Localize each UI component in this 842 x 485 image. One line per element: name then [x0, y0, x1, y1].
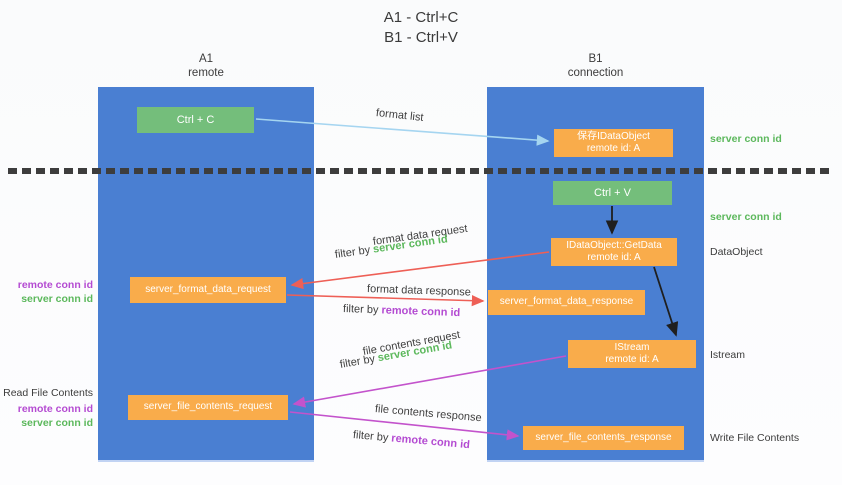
- left-server-conn-id-1: server conn id: [21, 293, 93, 305]
- node-file-request-label: server_file_contents_request: [143, 401, 273, 413]
- node-getdata-line1: IDataObject::GetData: [566, 239, 662, 251]
- edge-label-format-data-response: format data response: [366, 283, 472, 299]
- node-save-idataobject: 保存IDataObject remote id: A: [554, 129, 673, 157]
- node-file-response-label: server_file_contents_response: [535, 431, 672, 443]
- left-conn-ids-top: remote conn id server conn id: [0, 278, 93, 306]
- node-server-file-contents-response: server_file_contents_response: [523, 426, 684, 450]
- column-b1-sublabel: connection: [567, 67, 624, 79]
- node-server-format-data-request: server_format_data_request: [130, 277, 286, 303]
- column-header-a1: A1 remote: [98, 52, 314, 80]
- filter-by-text-3: filter by: [338, 352, 376, 371]
- filter-by-text-1: filter by: [334, 244, 371, 261]
- node-ctrl-c-label: Ctrl + C: [176, 114, 215, 126]
- filter-by-text-2: filter by: [342, 303, 379, 317]
- node-istream: IStream remote id: A: [568, 340, 696, 368]
- node-istream-line2: remote id: A: [605, 354, 659, 365]
- node-save-idataobject-line2: remote id: A: [586, 143, 641, 154]
- column-a1-sublabel: remote: [188, 67, 224, 79]
- right-istream-label: Istream: [710, 349, 746, 361]
- title-line-2: B1 - Ctrl+V: [384, 29, 458, 46]
- node-save-idataobject-line1: 保存IDataObject: [577, 130, 650, 142]
- node-ctrl-v-label: Ctrl + V: [594, 187, 631, 199]
- filter-by-text-4: filter by: [352, 429, 389, 445]
- title-line-1: A1 - Ctrl+C: [383, 9, 459, 26]
- remote-conn-id-text-1: remote conn id: [381, 304, 461, 320]
- separator-dashed-line: [8, 168, 834, 174]
- remote-conn-id-text-2: remote conn id: [390, 432, 471, 452]
- edge-label-file-contents-response: file contents response: [374, 403, 483, 425]
- right-dataobject-label: DataObject: [710, 246, 763, 258]
- node-istream-line1: IStream: [614, 341, 650, 353]
- right-server-conn-id-mid: server conn id: [710, 211, 782, 223]
- edge-label-format-list: format list: [375, 107, 425, 124]
- left-read-file-contents: Read File Contents: [3, 387, 93, 399]
- node-getdata-line2: remote id: A: [587, 252, 641, 263]
- column-header-b1: B1 connection: [487, 52, 704, 80]
- left-remote-conn-id-2: remote conn id: [17, 403, 93, 415]
- right-server-conn-id-top: server conn id: [710, 133, 782, 145]
- node-ctrl-c: Ctrl + C: [137, 107, 254, 133]
- column-b1-label: B1: [588, 53, 603, 65]
- node-idataobject-getdata: IDataObject::GetData remote id: A: [551, 238, 677, 266]
- node-format-response-label: server_format_data_response: [499, 296, 634, 308]
- left-conn-ids-bottom: remote conn id server conn id: [0, 402, 93, 430]
- right-write-file-contents: Write File Contents: [710, 432, 800, 444]
- diagram-title: A1 - Ctrl+C B1 - Ctrl+V: [0, 8, 842, 48]
- left-server-conn-id-2: server conn id: [21, 417, 93, 429]
- node-server-file-contents-request: server_file_contents_request: [128, 395, 288, 420]
- left-remote-conn-id-1: remote conn id: [17, 279, 93, 291]
- node-ctrl-v: Ctrl + V: [553, 181, 672, 205]
- column-a1-label: A1: [198, 53, 214, 65]
- node-format-request-label: server_format_data_request: [145, 283, 271, 295]
- node-server-format-data-response: server_format_data_response: [488, 290, 645, 315]
